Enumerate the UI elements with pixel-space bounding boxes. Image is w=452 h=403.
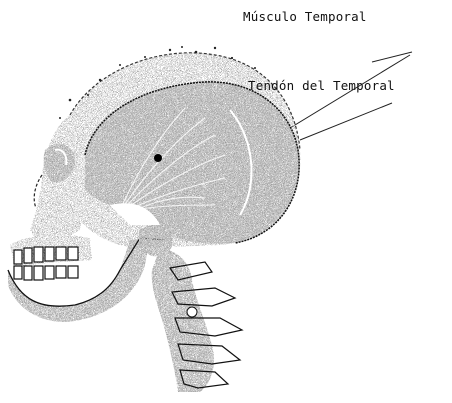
muscle-marker (154, 154, 162, 162)
cervical-spine (152, 248, 242, 392)
teeth (10, 235, 92, 280)
leader-lines (290, 52, 412, 140)
face (30, 115, 85, 245)
tendon-leader-line (300, 103, 392, 140)
tendon-label: Tendón del Temporal (248, 78, 395, 93)
muscle-label: Músculo Temporal (243, 9, 367, 24)
